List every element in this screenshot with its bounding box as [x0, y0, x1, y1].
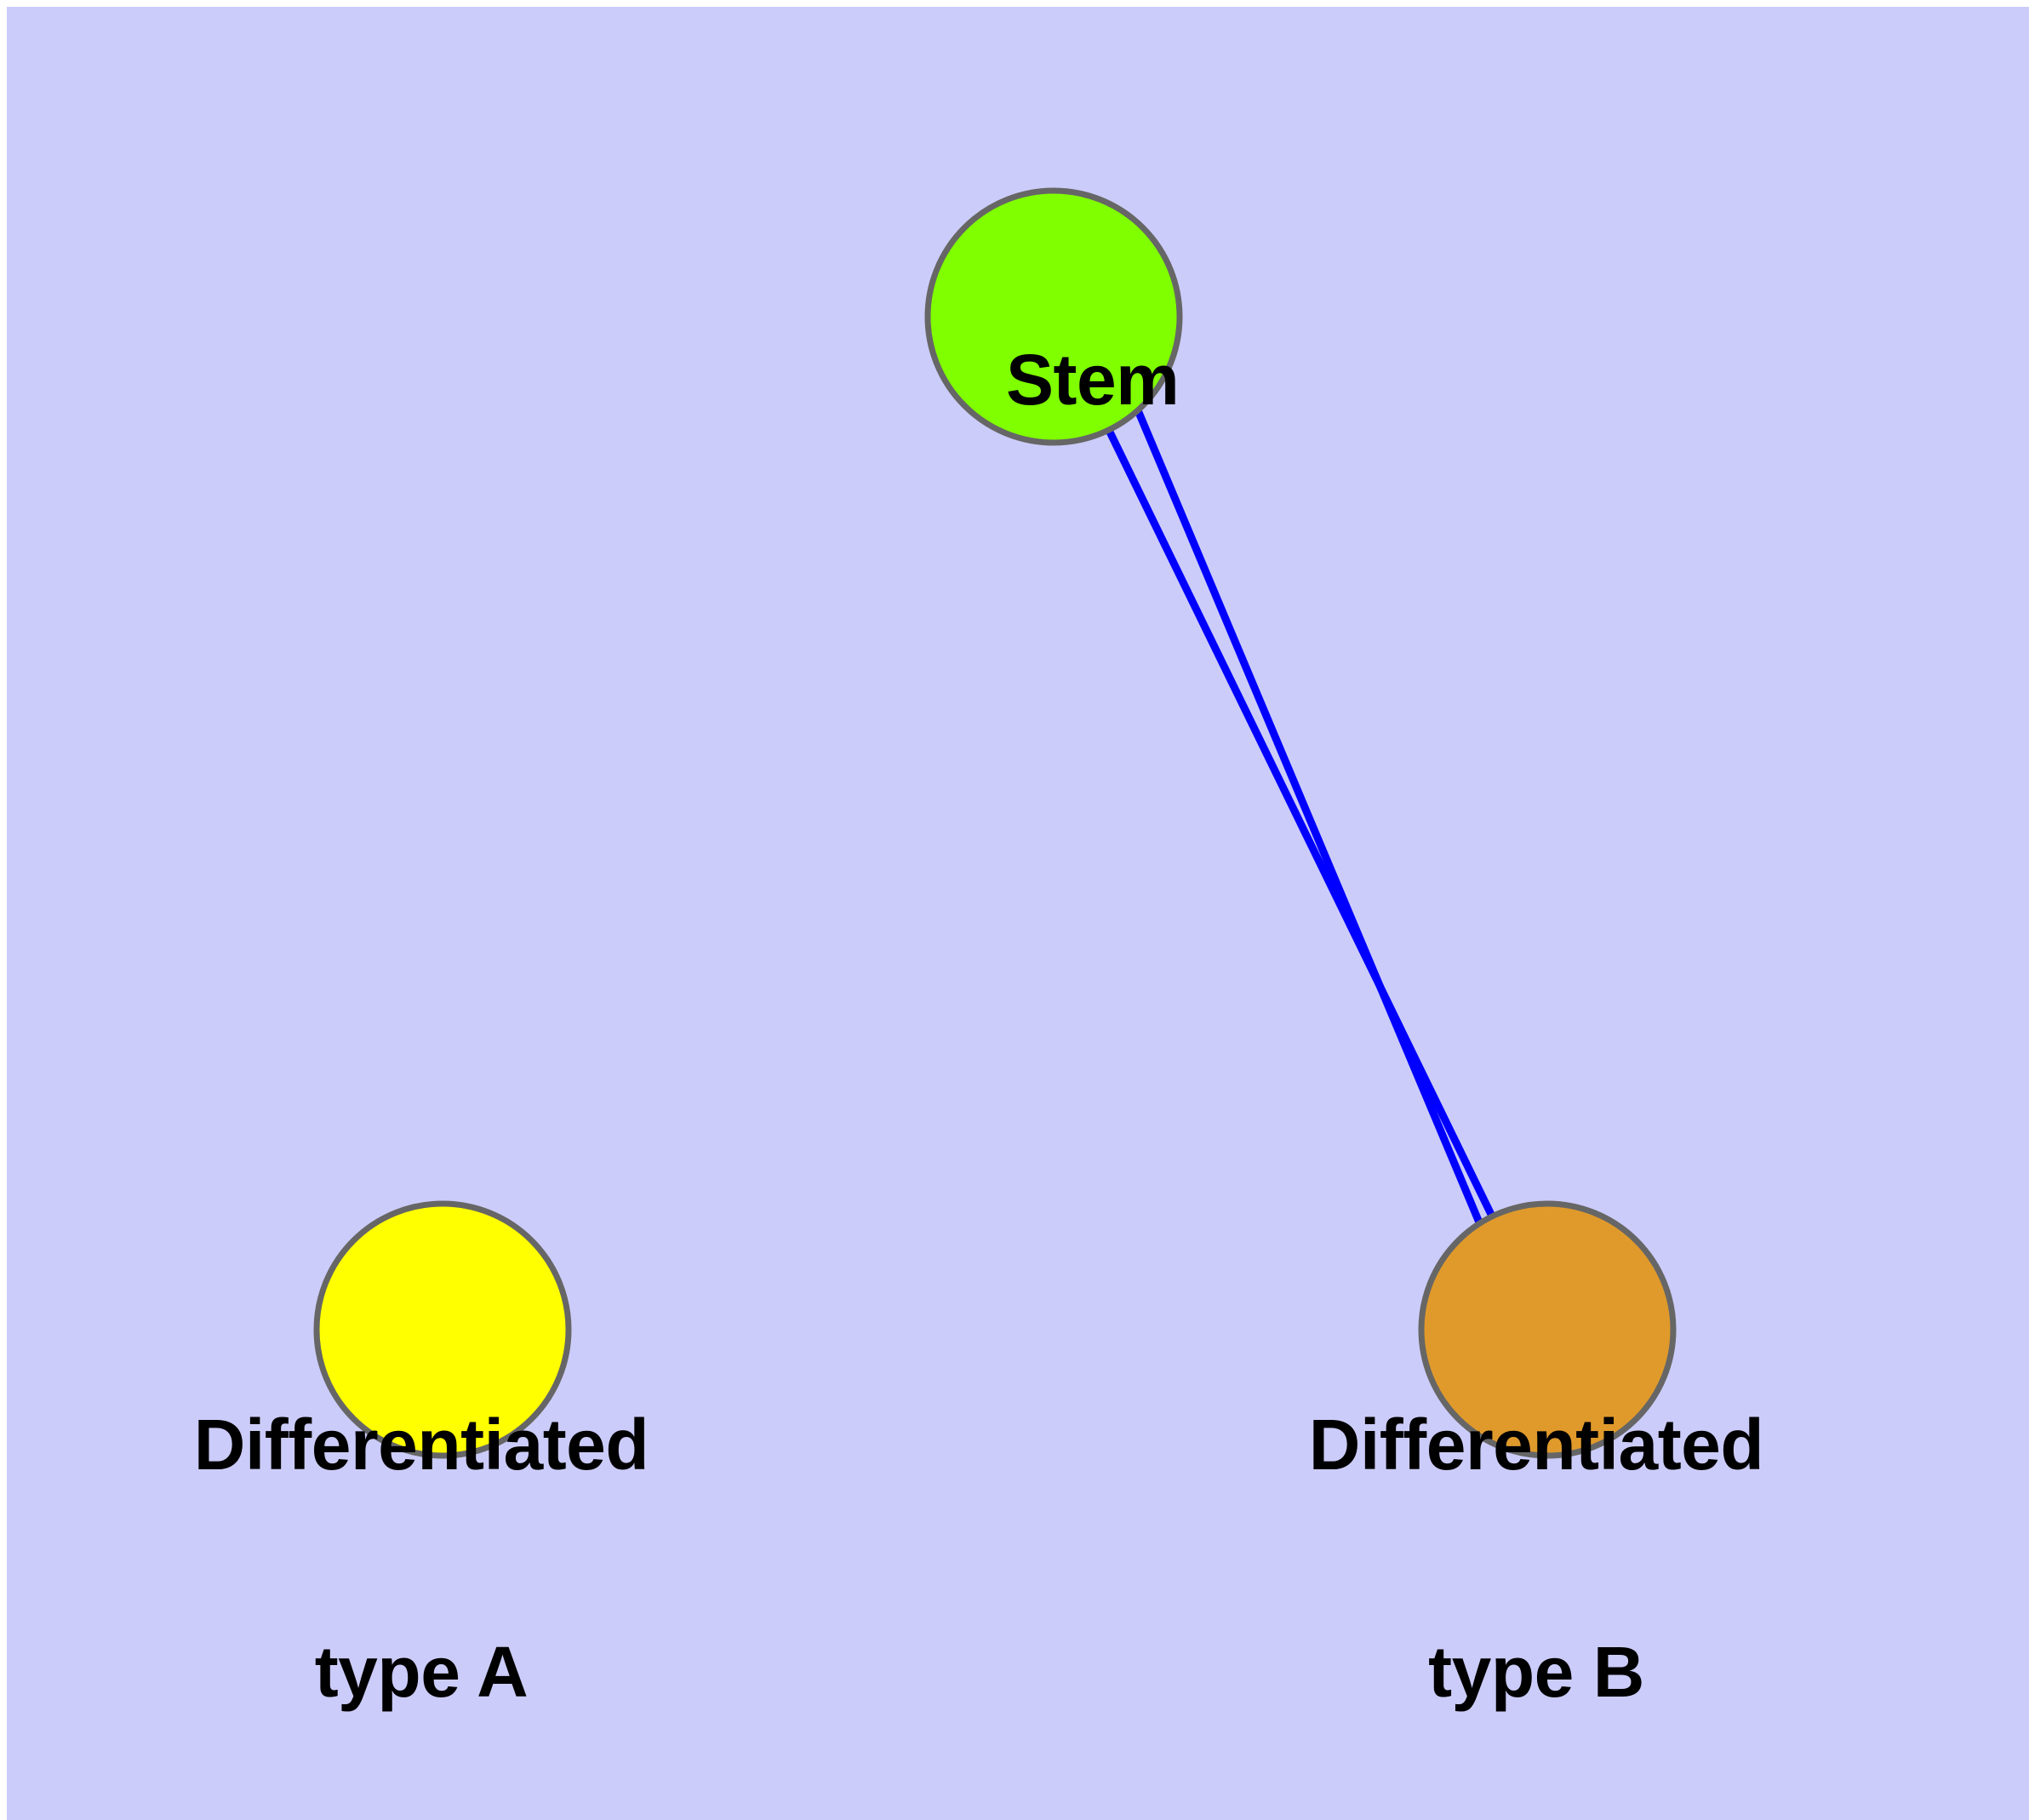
- edge-stem-to-type-a: [1105, 428, 1496, 1218]
- edge-stem-to-type-b: [1134, 409, 1483, 1224]
- edge-layer: [1105, 409, 1496, 1224]
- node-layer: [313, 187, 1677, 1459]
- node-differentiated-type-a[interactable]: [313, 1200, 572, 1459]
- node-differentiated-type-b[interactable]: [1418, 1200, 1677, 1459]
- node-stem[interactable]: [924, 187, 1183, 446]
